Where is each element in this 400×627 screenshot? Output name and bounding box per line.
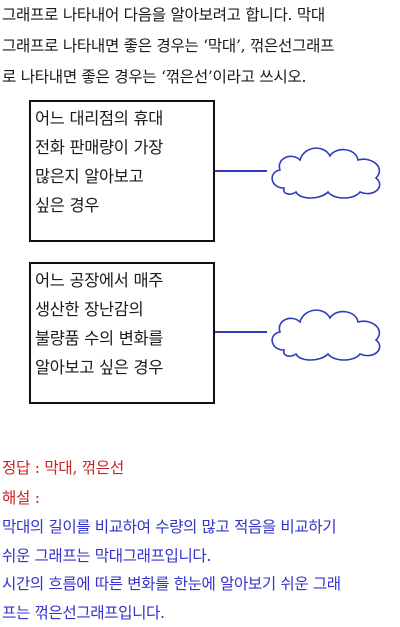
case-line: 알아보고 싶은 경우	[35, 353, 213, 382]
prompt-line: 그래프로 나타내어 다음을 알아보려고 합니다. 막대	[2, 0, 400, 31]
connector-line-2	[215, 331, 267, 333]
answer-text: 정답 : 막대, 꺾은선	[2, 453, 400, 483]
explanation-line: 프는 꺾은선그래프입니다.	[2, 599, 400, 627]
question-prompt: 그래프로 나타내어 다음을 알아보려고 합니다. 막대 그래프로 나타내면 좋은…	[2, 0, 400, 93]
case-line: 많은지 알아보고	[35, 162, 213, 191]
explanation-label-text: 해설 :	[2, 483, 400, 513]
case-line: 어느 대리점의 휴대	[35, 104, 213, 133]
case-box-2: 어느 공장에서 매주 생산한 장난감의 불량품 수의 변화를 알아보고 싶은 경…	[29, 262, 215, 404]
explanation-label: 해설 :	[2, 483, 400, 513]
prompt-line: 그래프로 나타내면 좋은 경우는 ‘막대’, 꺾은선그래프	[2, 31, 400, 62]
explanation-line: 쉬운 그래프는 막대그래프입니다.	[2, 542, 400, 571]
case-line: 어느 공장에서 매주	[35, 266, 213, 295]
prompt-line: 로 나타내면 좋은 경우는 ‘꺾은선’이라고 쓰시오.	[2, 62, 400, 93]
explanation-line: 시간의 흐름에 따른 변화를 한눈에 알아보기 쉬운 그래	[2, 570, 400, 599]
case-line: 싶은 경우	[35, 191, 213, 220]
explanation-body: 막대의 길이를 비교하여 수량의 많고 적음을 비교하기 쉬운 그래프는 막대그…	[2, 513, 400, 627]
cloud-icon	[262, 140, 392, 200]
case-box-1: 어느 대리점의 휴대 전화 판매량이 가장 많은지 알아보고 싶은 경우	[29, 100, 215, 242]
case-line: 생산한 장난감의	[35, 295, 213, 324]
cloud-icon	[262, 302, 392, 362]
connector-line-1	[215, 170, 267, 172]
answer-line: 정답 : 막대, 꺾은선	[2, 453, 400, 483]
explanation-line: 막대의 길이를 비교하여 수량의 많고 적음을 비교하기	[2, 513, 400, 542]
case-line: 전화 판매량이 가장	[35, 133, 213, 162]
case-line: 불량품 수의 변화를	[35, 324, 213, 353]
